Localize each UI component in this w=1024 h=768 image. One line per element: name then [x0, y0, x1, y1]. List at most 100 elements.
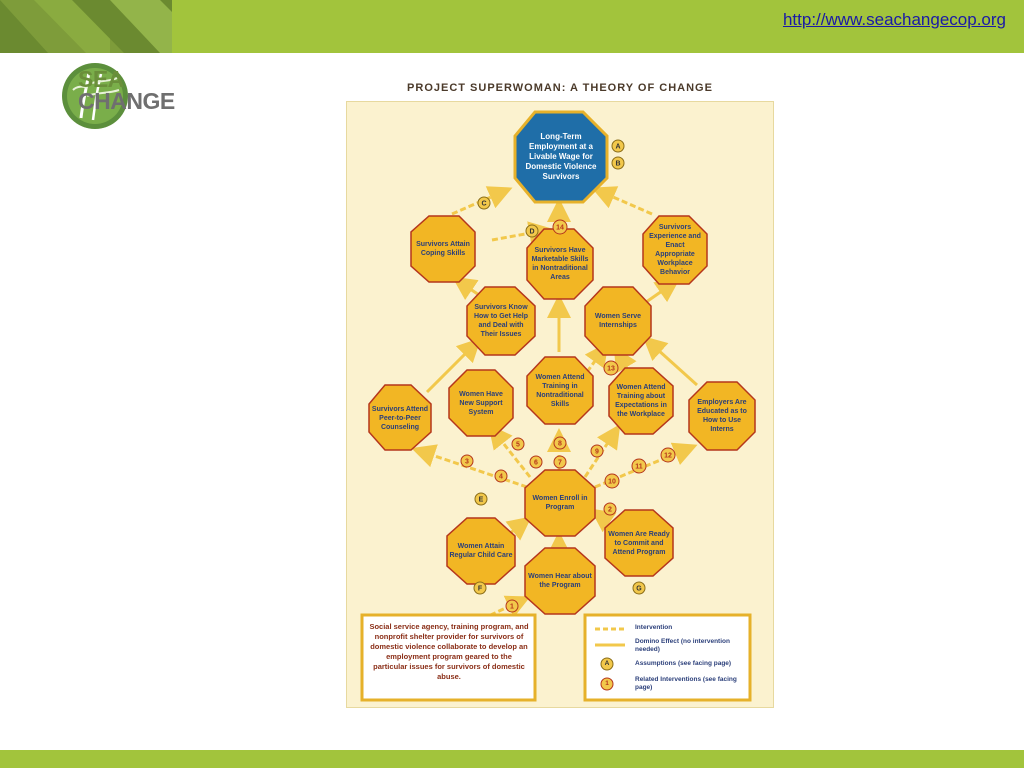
badge-2: 2 — [603, 502, 617, 516]
node-coping-shape — [410, 215, 476, 283]
badge-7: 7 — [553, 455, 567, 469]
node-expectations-shape — [608, 367, 674, 435]
source-box-text: Social service agency, training program,… — [369, 622, 529, 681]
badge-13: 13 — [603, 360, 619, 376]
badge-6: 6 — [529, 455, 543, 469]
badge-E: E — [474, 492, 488, 506]
node-marketable: Survivors Have Marketable Skills in Nont… — [531, 247, 589, 281]
node-enroll: Women Enroll in Program — [532, 495, 588, 511]
node-coping: Survivors Attain Coping Skills — [416, 241, 470, 257]
badge-9: 9 — [590, 444, 604, 458]
node-childcare-shape — [446, 517, 516, 585]
node-support-system: Women Have New Support System — [459, 390, 503, 416]
arrow-childcare-enroll — [505, 516, 532, 541]
website-link[interactable]: http://www.seachangecop.org — [782, 10, 1006, 29]
badge-4: 4 — [494, 469, 508, 483]
legend-number-badge — [600, 677, 614, 691]
arrow-enroll-support — [488, 424, 532, 478]
node-marketable-shape — [526, 228, 594, 300]
logo-wordmark: SEA CHANGE — [78, 66, 175, 114]
theory-of-change-diagram: A B C D E F G 1 2 3 4 5 6 7 8 9 10 11 12… — [346, 101, 774, 708]
node-peer-counseling: Survivors Attend Peer-to-Peer Counseling — [371, 405, 429, 431]
svg-text:11: 11 — [635, 464, 643, 471]
legend-domino: Domino Effect (no intervention needed) — [635, 638, 730, 653]
legend-sample-letter: A — [604, 660, 610, 667]
node-behavior-shape — [642, 215, 708, 285]
badge-12: 12 — [660, 447, 676, 463]
logo-line-sea: SEA — [78, 66, 124, 92]
badge-C: C — [477, 196, 491, 210]
svg-text:A: A — [615, 144, 620, 151]
legend-sample-number: 1 — [605, 680, 609, 687]
node-ready-shape — [604, 509, 674, 577]
svg-text:14: 14 — [556, 225, 564, 232]
svg-text:G: G — [636, 586, 642, 593]
node-peer-shape — [368, 384, 432, 451]
arrow-peer-knowhelp — [425, 337, 482, 394]
svg-text:B: B — [615, 161, 620, 168]
badge-A: A — [611, 139, 625, 153]
svg-text:D: D — [529, 229, 534, 236]
node-employers: Employers Are Educated as to How to Use … — [697, 399, 747, 433]
node-child-care: Women Attain Regular Child Care — [449, 543, 513, 559]
logo-line-change: CHANGE — [78, 88, 175, 114]
banner-decoration-icon — [0, 0, 172, 53]
badge-11: 11 — [631, 458, 647, 474]
diagram-canvas: A B C D E F G 1 2 3 4 5 6 7 8 9 10 11 12… — [360, 110, 756, 702]
seachange-logo-icon — [62, 63, 128, 129]
badge-3: 3 — [460, 454, 474, 468]
svg-text:8: 8 — [558, 441, 562, 448]
svg-text:F: F — [478, 586, 483, 593]
node-workplace-behavior: Survivors Experience and Enact Appropria… — [649, 224, 701, 276]
badge-8: 8 — [553, 436, 567, 450]
svg-text:9: 9 — [595, 449, 599, 456]
svg-text:E: E — [479, 497, 484, 504]
node-know-help: Survivors Know How to Get Help and Deal … — [473, 304, 529, 338]
node-support-shape — [448, 369, 514, 437]
node-hear-shape — [524, 547, 596, 615]
svg-text:1: 1 — [510, 604, 514, 611]
arrow-enroll-peer — [411, 444, 528, 489]
node-hear: Women Hear about the Program — [528, 573, 592, 589]
node-internships: Women Serve Internships — [594, 313, 642, 329]
badge-F: F — [473, 581, 487, 595]
arrow-source-hear — [481, 595, 531, 621]
svg-text:12: 12 — [664, 453, 672, 460]
assumption-badges: A B C D E F G — [473, 139, 646, 595]
source-box-frame — [360, 613, 537, 702]
node-shapes — [368, 215, 756, 615]
badge-10: 10 — [604, 473, 620, 489]
svg-text:6: 6 — [534, 460, 538, 467]
svg-text:13: 13 — [607, 366, 615, 373]
svg-text:C: C — [481, 201, 486, 208]
node-enroll-shape — [524, 469, 596, 537]
bottom-banner — [0, 750, 1024, 768]
arrow-training-internships — [584, 342, 609, 373]
svg-text:10: 10 — [608, 479, 616, 486]
goal-node: Long-Term Employment at a Livable Wage f… — [525, 132, 597, 181]
arrow-behavior-goal — [591, 186, 653, 216]
arrow-ready-enroll — [590, 508, 617, 533]
top-banner — [0, 0, 1024, 53]
svg-text:5: 5 — [516, 442, 520, 449]
legend-related: Related Interventions (see facing page) — [635, 676, 737, 691]
node-knowhelp-shape — [466, 286, 536, 356]
badge-B: B — [611, 156, 625, 170]
legend-intervention: Intervention — [635, 624, 673, 631]
svg-text:2: 2 — [608, 507, 612, 514]
node-internships-shape — [584, 286, 652, 356]
goal-node-shape — [513, 110, 609, 204]
badge-D: D — [525, 224, 539, 238]
node-ready: Women Are Ready to Commit and Attend Pro… — [608, 530, 670, 556]
diagram-title: PROJECT SUPERWOMAN: A THEORY OF CHANGE — [407, 82, 713, 94]
arrow-employers-internships — [642, 335, 699, 387]
legend-assumptions: Assumptions (see facing page) — [635, 660, 732, 667]
badge-1: 1 — [505, 599, 519, 613]
badge-5: 5 — [511, 437, 525, 451]
node-training-shape — [526, 356, 594, 425]
legend-letter-badge — [600, 657, 614, 671]
node-expectations: Women Attend Training about Expectations… — [615, 384, 667, 418]
node-training: Women Attend Training in Nontraditional … — [535, 374, 585, 408]
badge-G: G — [632, 581, 646, 595]
node-employers-shape — [688, 381, 756, 451]
